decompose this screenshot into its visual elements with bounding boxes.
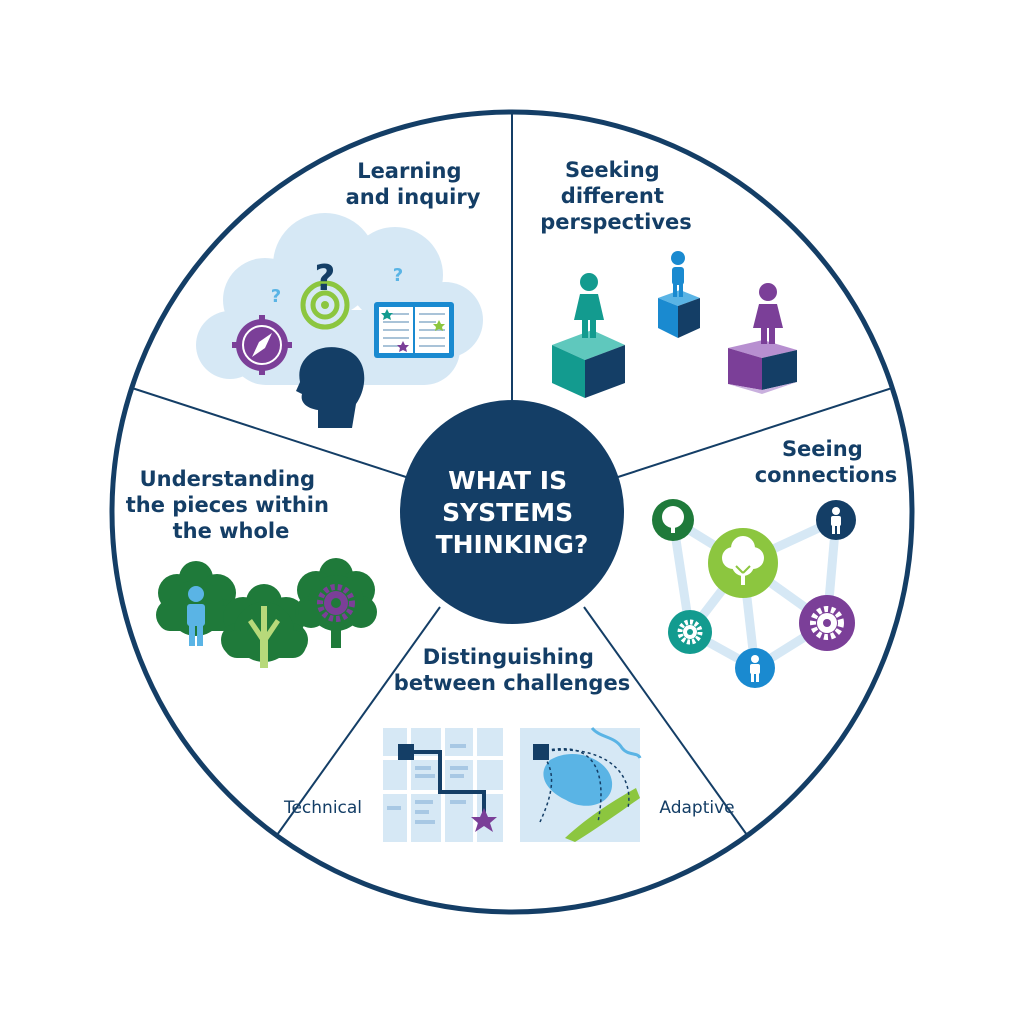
person-on-cube-icon [552, 273, 625, 398]
person-on-cube-icon [728, 283, 797, 394]
segment-pieces: Understanding the pieces within the whol… [126, 467, 377, 668]
person-icon [574, 273, 604, 338]
gear-icon [799, 595, 855, 651]
question-mark-icon: ? [271, 286, 281, 307]
tree-icon [295, 558, 377, 648]
target-question-icon: ? [300, 258, 350, 330]
tree-icon [708, 528, 778, 598]
center-title: WHAT IS SYSTEMS THINKING? [436, 466, 589, 559]
book-icon [374, 302, 454, 358]
tree-icon [156, 561, 238, 646]
gear-icon [668, 610, 712, 654]
person-icon [816, 500, 856, 540]
challenges-label: Distinguishing between challenges [394, 645, 630, 695]
map-icon [520, 726, 642, 842]
segment-perspectives: Seeking different perspectives [540, 158, 797, 398]
perspectives-label: Seeking different perspectives [540, 158, 692, 234]
star-icon [471, 808, 497, 832]
star-icon [397, 341, 409, 352]
technical-label: Technical [283, 798, 362, 818]
segment-learning: Learning and inquiry ? [196, 159, 483, 428]
person-icon [671, 251, 685, 297]
learning-label: Learning and inquiry [346, 159, 481, 209]
map-icon [383, 728, 503, 842]
person-icon [753, 283, 783, 344]
head-silhouette-icon [296, 347, 365, 428]
segment-challenges: Distinguishing between challenges Techni… [283, 645, 735, 842]
tree-icon [652, 499, 694, 541]
connections-label: Seeing connections [755, 437, 898, 487]
person-icon [735, 648, 775, 688]
center-hub: WHAT IS SYSTEMS THINKING? [400, 400, 624, 624]
star-icon [433, 320, 445, 331]
compass-icon [232, 315, 292, 375]
person-on-cube-icon [658, 251, 700, 338]
pieces-label: Understanding the pieces within the whol… [126, 467, 337, 543]
gear-icon [317, 584, 355, 622]
svg-text:?: ? [315, 258, 336, 299]
adaptive-label: Adaptive [659, 798, 734, 818]
person-icon [187, 586, 205, 646]
segment-connections: Seeing connections [652, 437, 897, 688]
question-mark-icon: ? [393, 265, 403, 286]
segment-dividers [131, 112, 893, 836]
star-icon [381, 309, 393, 320]
